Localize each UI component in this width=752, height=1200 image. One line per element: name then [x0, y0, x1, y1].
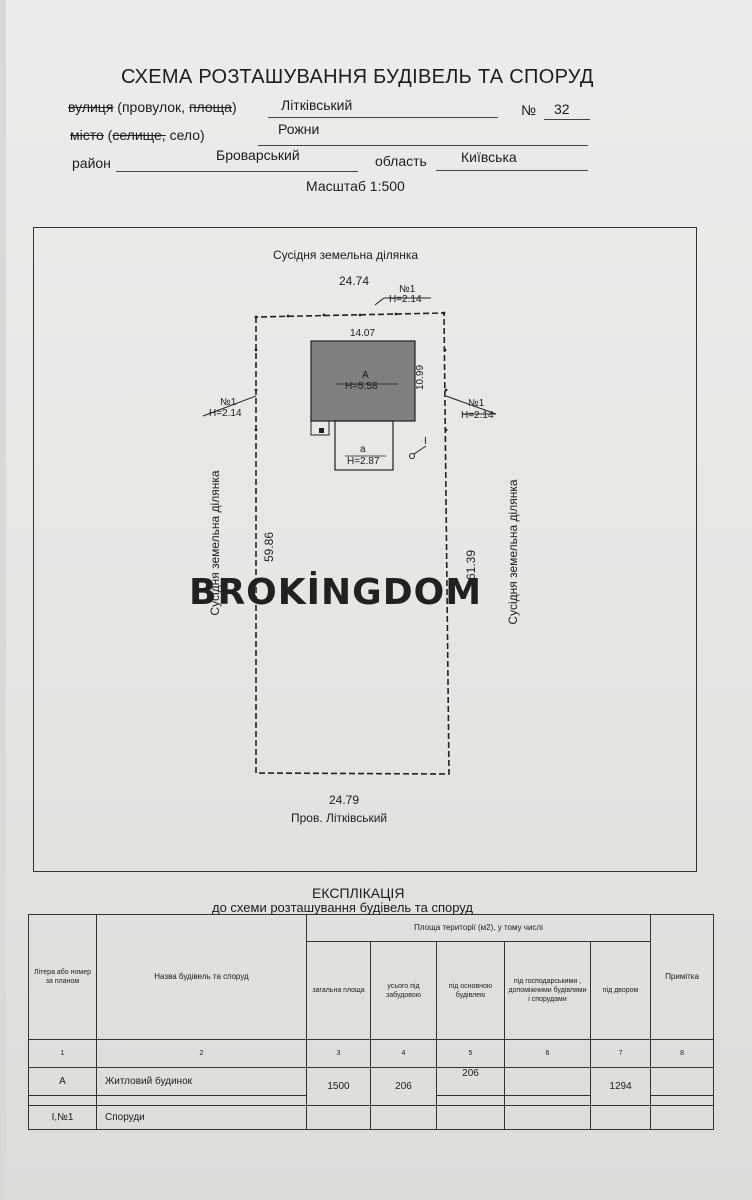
table-row: А Житловий будинок 1500 206 206 1294	[28, 1067, 715, 1106]
building-a	[310, 340, 416, 422]
city-underline	[258, 145, 588, 146]
porch-steps	[310, 420, 330, 436]
neighbor-top-label: Сусідня земельна ділянка	[273, 248, 419, 262]
annex-a-height: Н=2.87	[347, 456, 380, 467]
building-a-width: 14.07	[350, 328, 376, 339]
building-a-depth: 10.99	[415, 364, 427, 391]
site-plan-frame	[33, 227, 697, 872]
street-name-label: Пров. Літківський	[291, 811, 388, 825]
dim-left: 59.86	[262, 531, 277, 563]
table-header-row-1: Літера або номер за планом Назва будівел…	[28, 914, 715, 1040]
explication-table: Літера або номер за планом Назва будівел…	[28, 914, 715, 1130]
house-number-underline	[544, 119, 590, 120]
fence-top-height: Н=2.14	[389, 294, 422, 305]
header-built: усього під забудовою	[370, 941, 437, 1040]
annex-a-label: а	[360, 444, 366, 455]
fence-left-no: №1	[220, 397, 237, 408]
street-label: вулиця (провулок, площа)	[68, 99, 237, 115]
header-aux: під господарськими , допоміжними будівля…	[504, 941, 591, 1040]
street-underline	[268, 117, 498, 118]
fence-right-no: №1	[468, 398, 485, 409]
building-a-height: Н=5.58	[345, 381, 378, 392]
fence-top-leader	[374, 297, 385, 306]
column-numbers-row: 1 2 3 4 5 6 7 8	[28, 1039, 715, 1068]
site-plan-drawing	[202, 297, 497, 775]
fence-right-leader	[445, 395, 497, 415]
header-yard: під двором	[589, 941, 652, 1040]
region-value: Київська	[461, 149, 517, 165]
fence-left-leader	[202, 395, 257, 417]
table-header-row-2: загальна площа усього під забудовою під …	[29, 941, 714, 1040]
plot-boundary	[255, 312, 450, 775]
dim-top: 24.74	[339, 274, 370, 288]
header-note: Примітка	[650, 914, 715, 1040]
dim-bottom: 24.79	[329, 793, 360, 807]
explication-subtitle: до схеми розташування будівель та споруд	[212, 900, 473, 915]
house-number-value: 32	[554, 101, 570, 117]
header-letter: Літера або номер за планом	[28, 914, 97, 1040]
fence-right-height: Н=2.14	[461, 410, 494, 421]
fence-left-height: Н=2.14	[209, 408, 242, 419]
neighbor-right-label: Сусідня земельна ділянка	[506, 479, 520, 625]
region-underline	[436, 170, 588, 171]
header-name: Назва будівель та споруд	[96, 914, 307, 1040]
table-row: І,№1 Споруди	[28, 1105, 715, 1130]
house-number-label: №	[521, 102, 537, 118]
building-a-label: А	[362, 370, 369, 381]
district-label: район	[72, 155, 111, 171]
city-value: Рожни	[278, 121, 320, 137]
document-title: СХЕМА РОЗТАШУВАННЯ БУДІВЕЛЬ ТА СПОРУД	[121, 66, 594, 88]
header-total: загальна площа	[306, 941, 371, 1040]
gate-mark: I	[424, 436, 427, 447]
fence-top-no: №1	[399, 284, 416, 295]
gate-symbol	[409, 453, 415, 459]
explication-title: ЕКСПЛІКАЦІЯ	[312, 885, 405, 901]
header-main: під основною будівлею	[436, 941, 505, 1040]
annex-a	[334, 420, 394, 471]
street-value: Літківський	[281, 97, 353, 113]
district-value: Броварський	[216, 147, 300, 163]
scale-label: Масштаб 1:500	[306, 178, 405, 194]
watermark-logo: BROKİNGDOM	[189, 572, 483, 613]
header-area-group: Площа території (м2), у тому числі	[305, 914, 652, 942]
document-sheet: СХЕМА РОЗТАШУВАННЯ БУДІВЕЛЬ ТА СПОРУД ву…	[6, 0, 752, 1200]
city-label: місто (селище, село)	[70, 127, 205, 143]
region-label: область	[375, 153, 427, 169]
district-underline	[116, 171, 358, 172]
boundary-vertices	[254, 311, 448, 432]
